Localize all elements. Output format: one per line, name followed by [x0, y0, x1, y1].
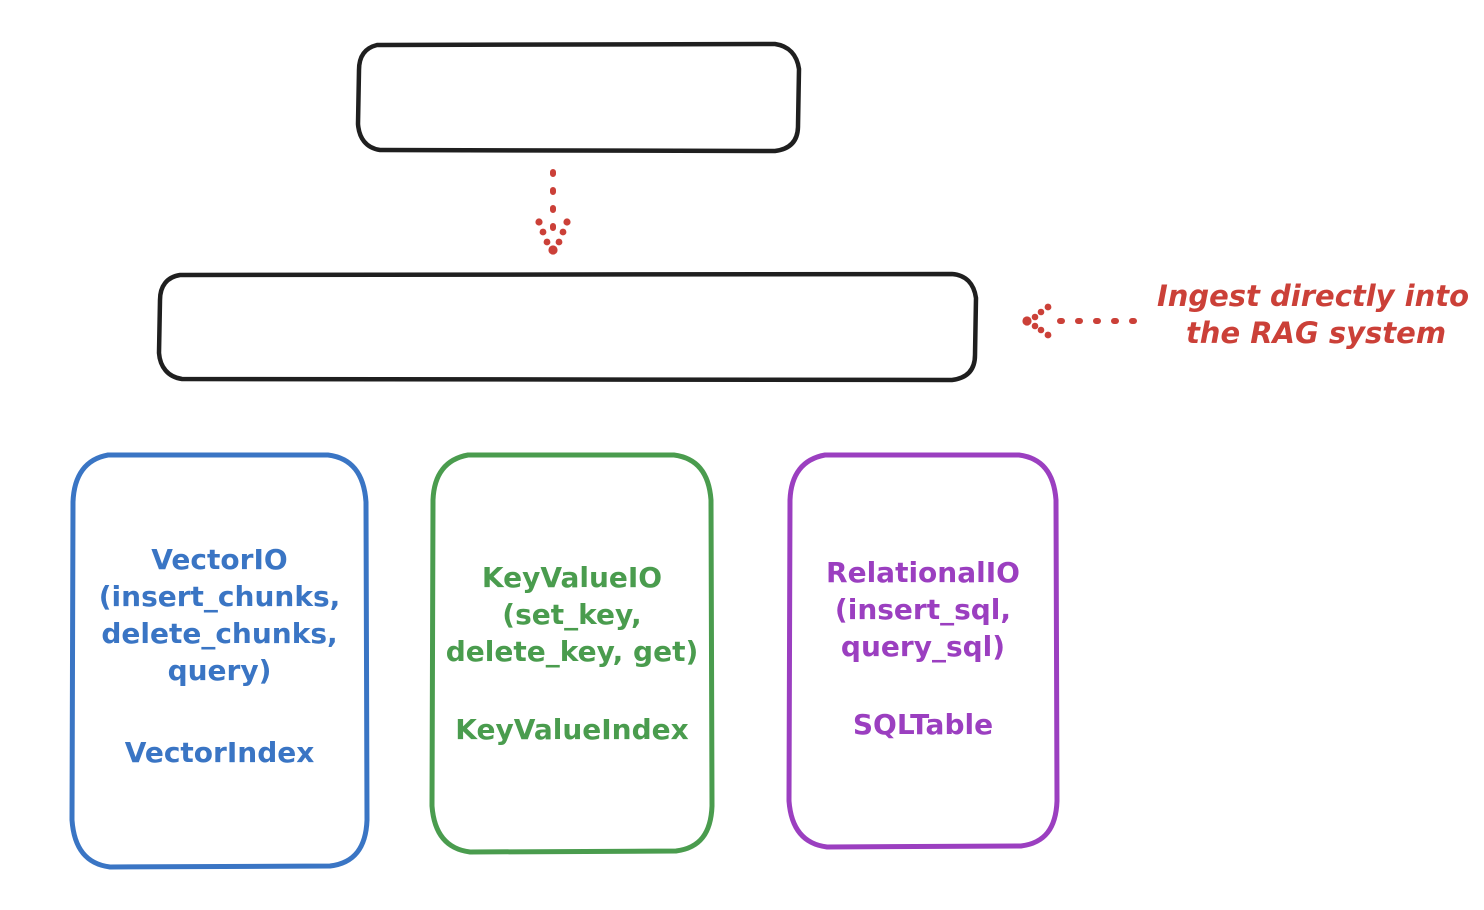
node-vector-io[interactable]: VectorIO (insert_chunks, delete_chunks, …	[68, 450, 371, 871]
relational-io-interface: RelationalIO (insert_sql, query_sql)	[826, 556, 1020, 663]
node-relational-io[interactable]: RelationalIO (insert_sql, query_sql) SQL…	[785, 450, 1061, 851]
vector-io-interface: VectorIO (insert_chunks, delete_chunks, …	[98, 543, 341, 687]
arrow-annotation-to-rag-tool	[1022, 303, 1139, 339]
relational-io-index: SQLTable	[852, 707, 994, 741]
key-value-io-index: KeyValueIndex	[455, 712, 689, 746]
annotation-ingest: Ingest directly into the RAG system	[1148, 278, 1478, 352]
annotation-line-2: the RAG system	[1185, 316, 1447, 351]
arrow-agent-to-rag-tool	[535, 169, 571, 255]
node-rag-tool-label: RAG Tool	[488, 308, 647, 344]
node-key-value-io[interactable]: KeyValueIO (set_key, delete_key, get) Ke…	[428, 450, 716, 856]
node-agent[interactable]: AGENT	[355, 40, 802, 154]
annotation-line-1: Ingest directly into	[1156, 279, 1470, 313]
node-rag-tool[interactable]: RAG Tool	[156, 270, 979, 383]
node-agent-label: AGENT	[515, 79, 642, 115]
key-value-io-interface: KeyValueIO (set_key, delete_key, get)	[445, 561, 699, 668]
vector-io-index: VectorIndex	[124, 735, 315, 769]
